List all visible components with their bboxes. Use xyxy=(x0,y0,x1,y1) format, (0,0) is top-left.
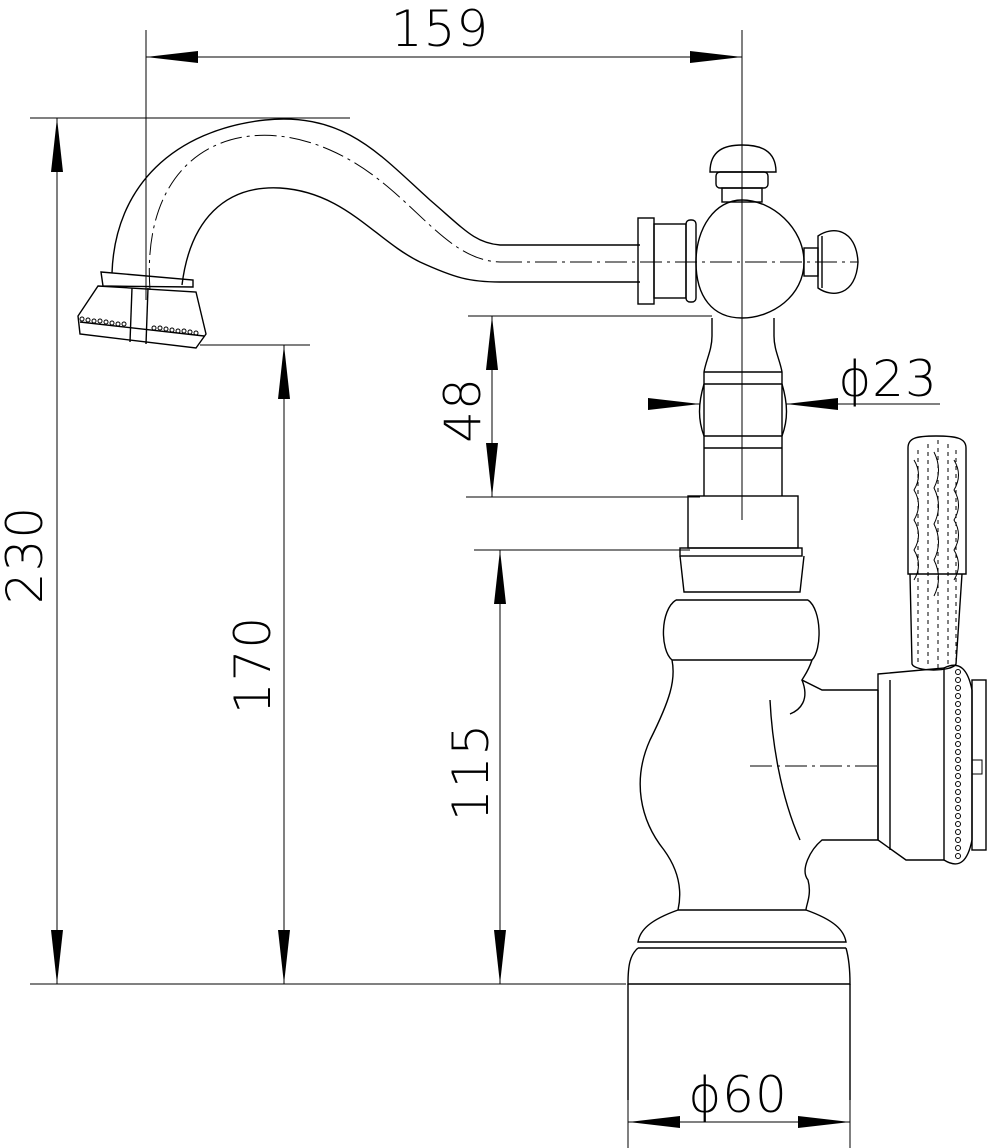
label-neck-diameter: ϕ23 xyxy=(838,350,938,408)
handle-hub xyxy=(877,664,987,865)
dimension-base-height xyxy=(494,550,506,984)
label-base-height: 115 xyxy=(442,723,500,821)
dimension-total-height xyxy=(51,118,63,984)
label-base-diameter: ϕ60 xyxy=(688,1066,788,1124)
dimension-neck-height xyxy=(486,316,498,497)
spout xyxy=(77,118,697,349)
label-total-height: 230 xyxy=(0,506,54,604)
label-spout-reach: 159 xyxy=(391,0,489,58)
dimension-outlet-height xyxy=(278,345,290,984)
hub-beads xyxy=(955,669,961,859)
label-neck-height: 48 xyxy=(434,377,492,443)
neck xyxy=(679,318,803,557)
center-lines xyxy=(148,134,880,767)
dimension-base-diameter xyxy=(628,1116,850,1128)
lever-handle xyxy=(907,435,967,671)
top-knob xyxy=(695,144,859,319)
dimension-neck-diameter xyxy=(648,398,940,410)
base-body xyxy=(627,555,878,1100)
aerator-beads xyxy=(79,316,199,336)
label-outlet-height: 170 xyxy=(224,616,282,714)
dimension-spout-reach xyxy=(146,51,742,63)
aerator xyxy=(77,271,207,349)
extension-lines xyxy=(30,30,851,1148)
